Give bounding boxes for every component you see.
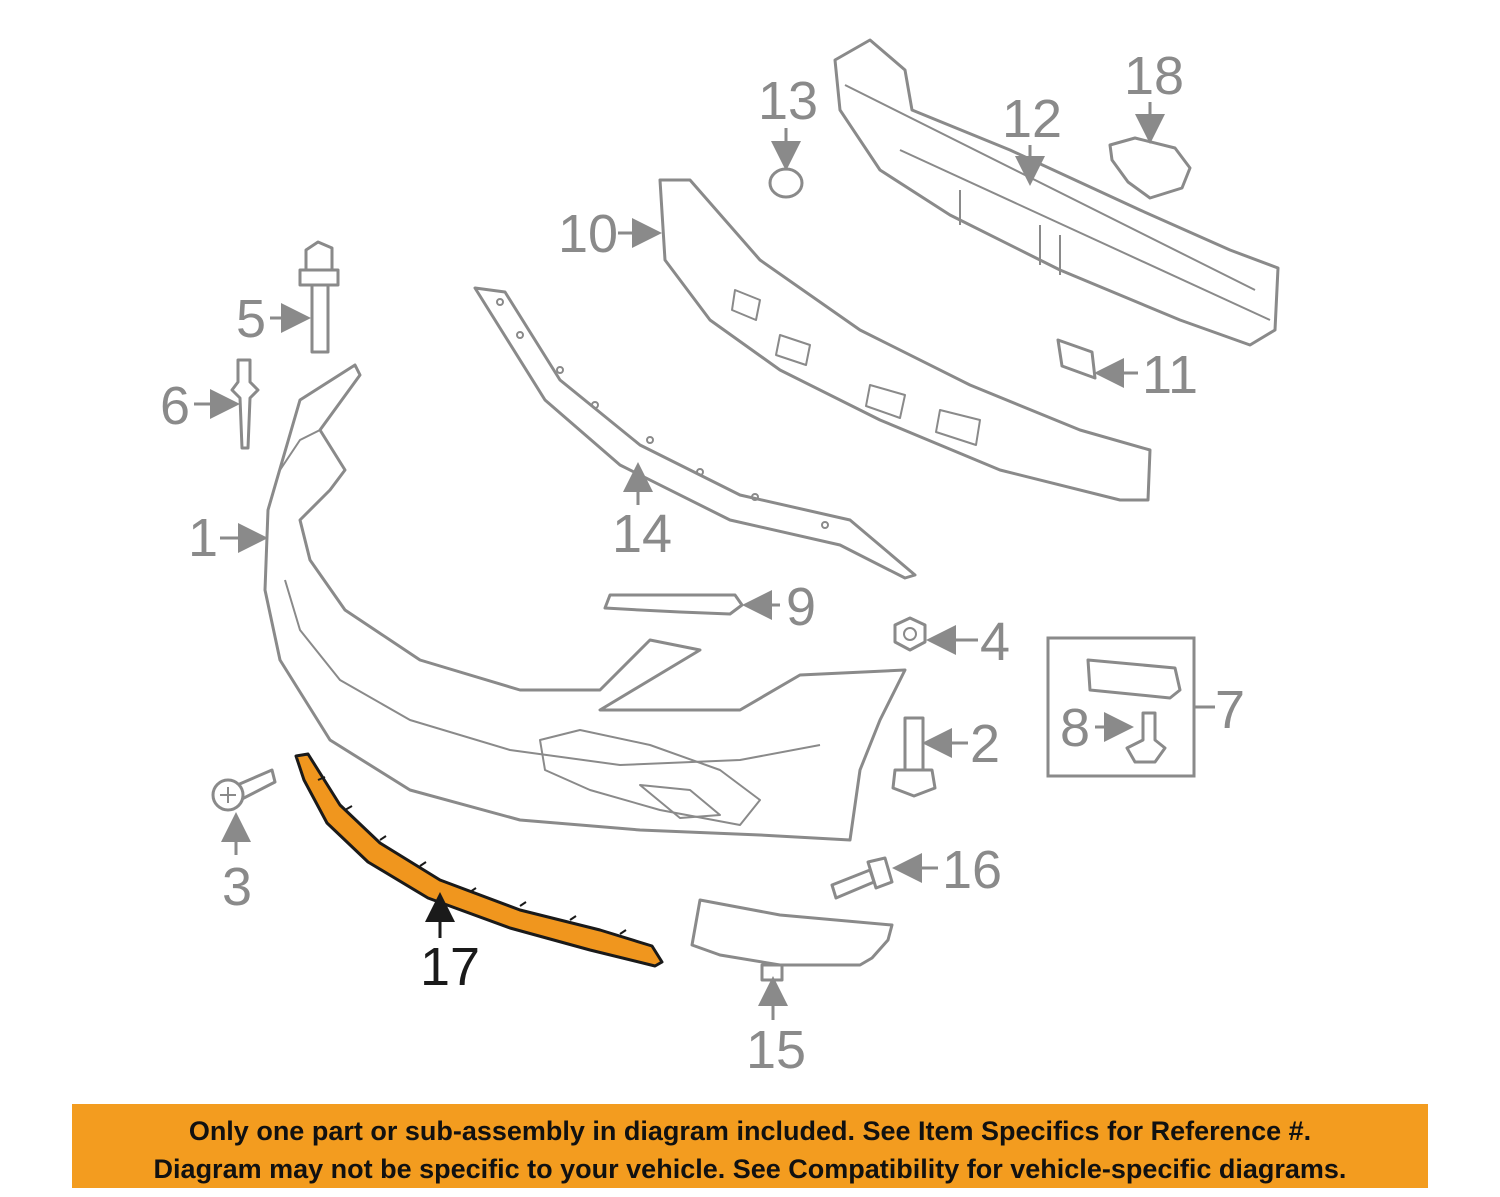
leaders: [194, 102, 1215, 1020]
part-10-absorber: [658, 178, 1152, 502]
part-3-screw: [211, 768, 277, 812]
parts-diagram: 1 2 3 4 5 6 7 8 9 10 11 12 13 14 15 16 1…: [160, 38, 1280, 1080]
callout-15: 15: [746, 1020, 806, 1080]
part-7-clip: [1086, 658, 1182, 700]
callout-6: 6: [160, 376, 190, 436]
part-13-stopper: [768, 167, 804, 199]
part-9-bracket: [603, 593, 744, 616]
part-1-bumper-cover: [263, 363, 907, 842]
part-5-bolt: [298, 240, 340, 354]
callout-labels: 1 2 3 4 5 6 7 8 9 10 11 12 13 14 15 16 1…: [160, 46, 1245, 1080]
part-7-kit-box: [1046, 636, 1196, 778]
callout-10: 10: [558, 204, 618, 264]
disclaimer-banner: Only one part or sub-assembly in diagram…: [72, 1104, 1428, 1188]
disclaimer-line-1: Only one part or sub-assembly in diagram…: [188, 1116, 1312, 1146]
part-11-pad: [1056, 338, 1097, 380]
part-14-bracket: [473, 286, 917, 580]
callout-7: 7: [1215, 680, 1245, 740]
disclaimer-line-2: Diagram may not be specific to your vehi…: [153, 1154, 1347, 1184]
callout-3: 3: [222, 857, 252, 917]
callout-17: 17: [420, 937, 480, 997]
part-17-molding-highlighted: [294, 752, 664, 968]
part-16-bolt: [830, 856, 894, 900]
callout-11: 11: [1142, 345, 1198, 405]
callout-2: 2: [970, 714, 1000, 774]
part-18-clip: [1108, 136, 1192, 200]
callout-4: 4: [980, 612, 1010, 672]
part-12-reinforcement-beam: [833, 38, 1280, 347]
callout-8: 8: [1060, 698, 1090, 758]
part-8-screw: [1125, 711, 1167, 764]
callout-9: 9: [786, 577, 816, 637]
callout-1: 1: [188, 508, 218, 568]
part-6-rivet: [230, 358, 260, 450]
callout-18: 18: [1124, 46, 1184, 106]
callout-14: 14: [612, 504, 672, 564]
callout-12: 12: [1002, 89, 1062, 149]
part-4-nut: [893, 616, 927, 652]
callout-16: 16: [942, 840, 1002, 900]
part-2-bolt: [891, 716, 937, 798]
part-15-lower-cover: [690, 898, 894, 982]
callout-13: 13: [758, 71, 818, 131]
callout-5: 5: [236, 289, 266, 349]
